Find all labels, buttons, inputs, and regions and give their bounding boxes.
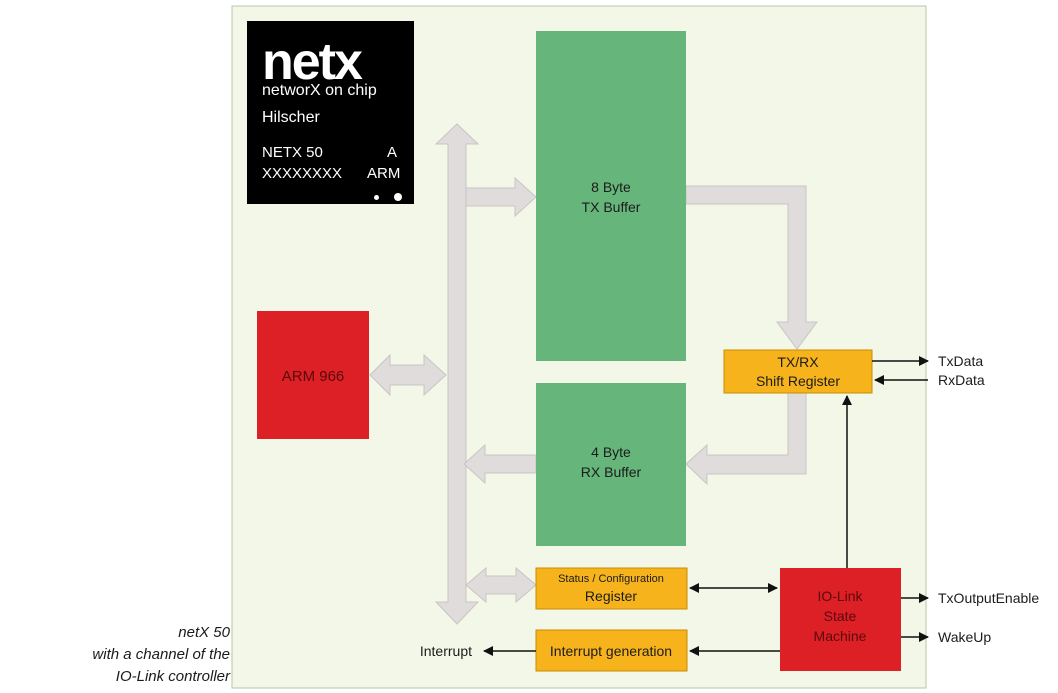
txoutputenable-label: TxOutputEnable	[938, 590, 1039, 606]
txdata-label: TxData	[938, 353, 983, 369]
internal-bus	[434, 123, 480, 625]
shift-register-label-1: TX/RX	[777, 354, 819, 370]
tx-buffer-block	[536, 31, 686, 361]
state-machine-label-1: IO-Link	[817, 588, 863, 604]
chip-subtitle: networX on chip	[262, 82, 377, 99]
rx-buffer-label-1: 4 Byte	[591, 444, 631, 460]
status-config-register-block	[535, 567, 688, 610]
interrupt-label: Interrupt	[420, 643, 472, 659]
arm-label: ARM 966	[282, 368, 345, 385]
chip-serial: XXXXXXXX	[262, 165, 343, 182]
wakeup-label: WakeUp	[938, 629, 991, 645]
bus-to-tx-arrow	[465, 176, 537, 218]
rxdata-label: RxData	[938, 372, 985, 388]
rx-to-bus-arrow	[463, 443, 537, 485]
status-config-label-1: Status / Configuration	[558, 573, 664, 585]
chip-brand: Hilscher	[262, 109, 320, 126]
svg-text:netx: netx	[262, 35, 363, 87]
chip-dot-large	[394, 193, 402, 201]
chip-part-number: NETX 50	[262, 144, 323, 161]
tx-buffer-label-1: 8 Byte	[591, 179, 631, 195]
rx-buffer-label-2: RX Buffer	[581, 464, 642, 480]
arm-block	[257, 311, 369, 439]
shift-register-block	[723, 349, 873, 394]
interrupt-generation-label: Interrupt generation	[550, 643, 672, 659]
state-machine-label-3: Machine	[814, 628, 867, 644]
arm-bus-arrow	[369, 353, 447, 397]
tx-to-shift-arrow	[685, 185, 818, 350]
io-link-state-machine-block	[780, 568, 901, 671]
tx-buffer-label-2: TX Buffer	[582, 199, 641, 215]
caption-line-1: netX 50	[178, 624, 230, 641]
rx-buffer-block	[536, 383, 686, 546]
caption-line-3: IO-Link controller	[115, 668, 230, 685]
netx-chip-label: netx networX on chip Hilscher NETX 50 A …	[247, 21, 414, 204]
chip-arch: ARM	[367, 165, 401, 182]
netx-logo: netx	[260, 33, 400, 91]
chip-revision: A	[387, 144, 398, 161]
shift-register-label-2: Shift Register	[756, 373, 840, 389]
status-config-label-2: Register	[585, 588, 637, 604]
caption-line-2: with a channel of the	[92, 646, 230, 663]
state-machine-label-2: State	[824, 608, 857, 624]
shift-to-rx-arrow	[685, 392, 807, 486]
chip-dot-small	[374, 195, 379, 200]
figure-caption: netX 50 with a channel of the IO-Link co…	[0, 622, 230, 688]
interrupt-generation-block	[535, 629, 688, 672]
